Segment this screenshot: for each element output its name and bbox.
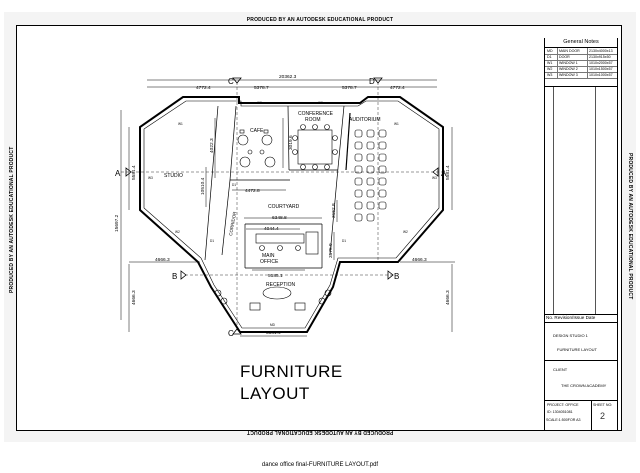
general-notes-title: General Notes bbox=[545, 38, 617, 48]
sheet-title: FURNITURE LAYOUT bbox=[557, 347, 597, 352]
project-name: PROJECT: OFFICE bbox=[547, 403, 579, 407]
watermark-left: PRODUCED BY AN AUTODESK EDUCATIONAL PROD… bbox=[9, 146, 15, 293]
legend-row: W2 WINDOW 2 1010x1500x57 bbox=[545, 66, 617, 73]
file-caption: dance office final-FURNITURE LAYOUT.pdf bbox=[261, 462, 379, 468]
legend-id: W1 bbox=[547, 61, 553, 65]
client-label: CLIENT bbox=[553, 367, 568, 372]
legend-id: MD bbox=[547, 49, 553, 53]
legend-name: WINDOW 2 bbox=[559, 67, 578, 71]
sheet-number: 2 bbox=[600, 411, 606, 421]
legend-id: W3 bbox=[547, 73, 553, 77]
drawing-title-line-2: LAYOUT bbox=[240, 384, 310, 403]
legend-size: 1010x2000x57 bbox=[589, 61, 613, 65]
legend-row: MD MAIN DOOR 2130x4000x13 bbox=[545, 48, 617, 55]
title-block: General Notes MD MAIN DOOR 2130x4000x13 … bbox=[544, 38, 618, 430]
course-name: DESIGN STUDIO 1 bbox=[553, 333, 588, 338]
legend-row: W1 WINDOW 1 1010x2000x57 bbox=[545, 60, 617, 67]
watermark-top: PRODUCED BY AN AUTODESK EDUCATIONAL PROD… bbox=[246, 17, 394, 23]
drawing-title-line-1: FURNITURE bbox=[240, 362, 343, 381]
scale-note: SCALE:1:500FOR A3 bbox=[546, 418, 581, 422]
client-name: THE CROWN ACADEMY bbox=[561, 383, 607, 388]
watermark-right: PRODUCED BY AN AUTODESK EDUCATIONAL PROD… bbox=[627, 153, 633, 300]
legend-size: 1010x1500x57 bbox=[589, 67, 613, 71]
revision-header: No. Revision/Issue Date bbox=[546, 315, 596, 320]
legend-name: DOOR bbox=[559, 55, 570, 59]
legend-row: W3 WINDOW 3 1010x1000x57 bbox=[545, 72, 617, 79]
legend-size: 2130x915x50 bbox=[589, 55, 611, 59]
sheet-label: SHEET NO: bbox=[593, 403, 613, 407]
legend-id: W2 bbox=[547, 67, 553, 71]
student-id: ID: 1304051081 bbox=[547, 410, 573, 414]
legend-name: WINDOW 3 bbox=[559, 73, 578, 77]
drawing-sheet: PRODUCED BY AN AUTODESK EDUCATIONAL PROD… bbox=[4, 12, 636, 442]
legend-name: MAIN DOOR bbox=[559, 49, 580, 53]
legend-row: D1 DOOR 2130x915x50 bbox=[545, 54, 617, 61]
legend-id: D1 bbox=[547, 55, 552, 59]
legend-size: 1010x1000x57 bbox=[589, 73, 613, 77]
legend-name: WINDOW 1 bbox=[559, 61, 578, 65]
legend-size: 2130x4000x13 bbox=[589, 49, 613, 53]
